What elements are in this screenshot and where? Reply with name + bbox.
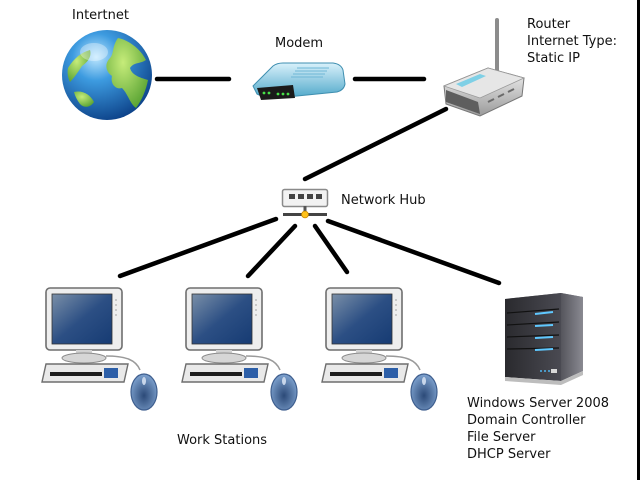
internet-label: Intertnet [72,8,129,23]
workstations-label: Work Stations [177,433,268,448]
desktop-computer-icon [41,287,158,411]
workstation-2 [180,286,305,414]
network-hub-icon [281,188,331,222]
workstation-1 [40,286,165,414]
server-label-line-1: Windows Server 2008 [467,396,610,411]
server-label-line-3: File Server [467,430,536,445]
server-label-line-4: DHCP Server [467,447,551,462]
edge-hub-workstation-2 [245,223,298,279]
right-edge-border [637,0,640,480]
hub-label: Network Hub [341,193,426,208]
modem-icon [247,60,347,102]
router-label-line-1: Router [527,17,571,32]
edge-router-hub [302,106,449,182]
globe-icon [60,28,154,122]
server-label-line-2: Domain Controller [467,413,586,428]
workstation-3 [320,286,445,414]
edge-hub-server [325,218,502,286]
desktop-computer-icon [321,287,438,411]
router-label-line-2: Internet Type: [527,34,617,49]
server-tower-icon [503,291,587,387]
modem-label: Modem [275,36,324,51]
edge-hub-workstation-1 [117,216,279,279]
edge-hub-workstation-3 [312,223,350,275]
wireless-router-icon [442,16,526,120]
desktop-computer-icon [181,287,298,411]
router-label-line-3: Static IP [527,51,580,66]
